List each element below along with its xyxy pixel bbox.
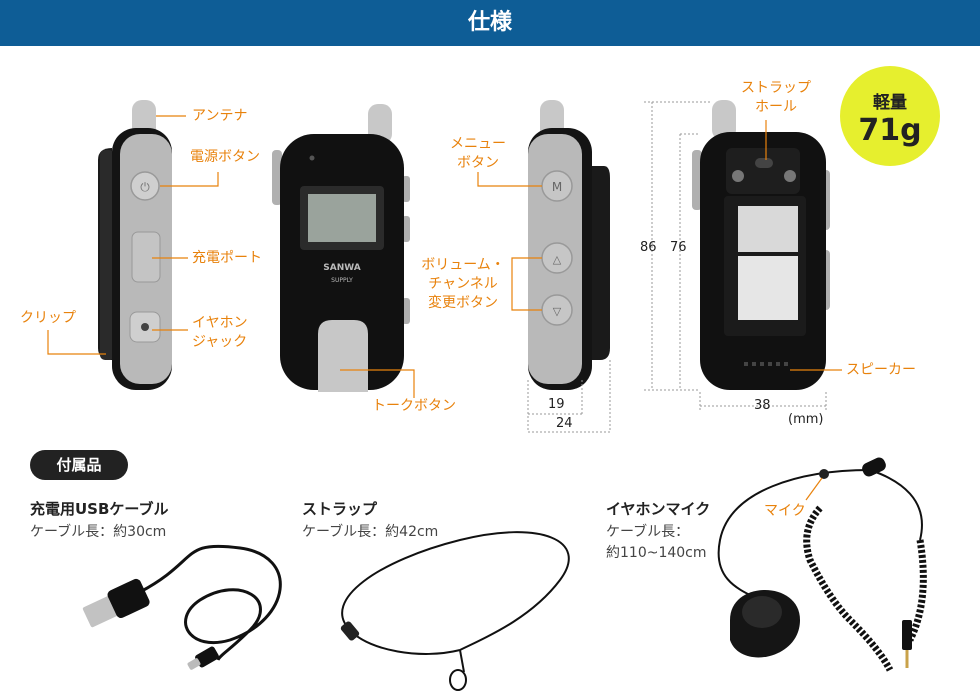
brand-logo-sub: SUPPLY bbox=[331, 277, 353, 284]
weight-value: 71g bbox=[858, 113, 922, 148]
weight-label: 軽量 bbox=[873, 93, 907, 113]
usb-cable-illustration bbox=[82, 544, 282, 670]
dim-width-back: 38 bbox=[754, 398, 771, 413]
callout-strap-hole: ストラップ ホール bbox=[741, 80, 811, 115]
strap-illustration bbox=[340, 531, 570, 691]
dim-height-body: 76 bbox=[670, 240, 687, 255]
svg-text:▽: ▽ bbox=[553, 305, 562, 318]
accessory-sub-usb-cable: ケーブル長：約30cm bbox=[30, 524, 167, 540]
weight-badge: 軽量 71g bbox=[840, 66, 940, 166]
callout-antenna: アンテナ bbox=[192, 108, 248, 124]
accessory-sub-strap: ケーブル長：約42cm bbox=[302, 524, 439, 540]
accessory-title-strap: ストラップ bbox=[302, 500, 378, 518]
device-side-right: M △ ▽ bbox=[528, 100, 610, 390]
accessory-sub-earphone-mic: ケーブル長： 約110~140cm bbox=[606, 524, 707, 561]
callout-power-button: 電源ボタン bbox=[190, 149, 260, 165]
accessory-title-usb-cable: 充電用USBケーブル bbox=[30, 500, 169, 518]
page-title: 仕様 bbox=[467, 10, 512, 35]
svg-text:△: △ bbox=[553, 253, 562, 266]
accessories-label: 付属品 bbox=[30, 450, 128, 480]
callout-clip: クリップ bbox=[20, 310, 76, 326]
dim-unit: (mm) bbox=[788, 412, 824, 427]
callout-menu-button: メニュー ボタン bbox=[450, 136, 506, 171]
dim-width-total: 24 bbox=[556, 416, 573, 431]
callout-earphone-jack: イヤホン ジャック bbox=[192, 315, 248, 350]
page-header: 仕様 bbox=[0, 0, 980, 46]
dim-height-total: 86 bbox=[640, 240, 657, 255]
callout-charge-port: 充電ポート bbox=[192, 250, 262, 266]
callout-speaker: スピーカー bbox=[846, 362, 916, 378]
accessory-title-earphone-mic: イヤホンマイク bbox=[606, 500, 711, 518]
svg-text:M: M bbox=[552, 180, 562, 194]
earphone-mic-illustration bbox=[717, 457, 927, 672]
svg-text:⏻: ⏻ bbox=[140, 180, 150, 194]
dim-width-body: 19 bbox=[548, 397, 565, 412]
brand-logo: SANWA bbox=[323, 263, 361, 273]
callout-volume-channel: ボリューム・ チャンネル 変更ボタン bbox=[421, 257, 505, 311]
device-back bbox=[692, 100, 830, 390]
callout-talk-button: トークボタン bbox=[372, 398, 456, 414]
device-side-left: ⏻ bbox=[98, 100, 172, 390]
device-front: SANWA SUPPLY bbox=[272, 104, 410, 392]
callout-mic: マイク bbox=[764, 503, 806, 519]
